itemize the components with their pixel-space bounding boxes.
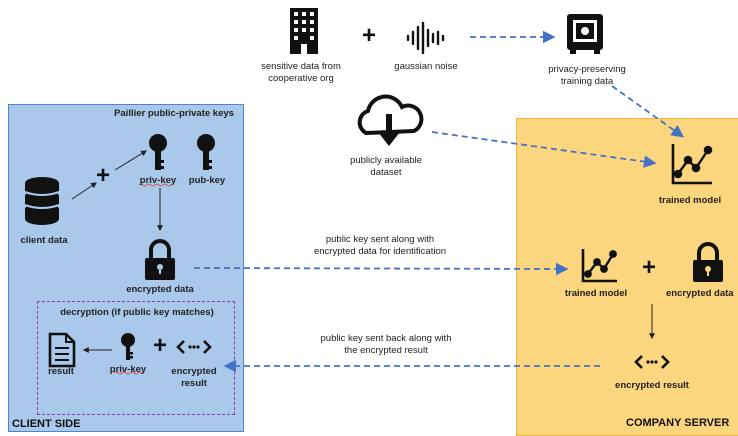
priv-key-label: priv-key <box>139 175 177 186</box>
solid-arrows <box>71 150 655 353</box>
noise-label: gaussian noise <box>394 61 458 72</box>
lock-icon-server <box>693 242 723 282</box>
sensitive-data-label: sensitive data from cooperative org <box>261 61 341 84</box>
decrypt-priv-key-label: priv-key <box>109 364 147 375</box>
lock-icon <box>145 239 175 280</box>
pub-key-label: pub-key <box>188 175 226 186</box>
plus-icon: + <box>96 162 111 189</box>
priv-key-icon <box>149 134 167 170</box>
plus-icon: + <box>362 22 377 49</box>
server-encrypted-result-label: encrypted result <box>615 380 689 391</box>
decrypt-key-icon <box>121 333 135 360</box>
code-icon-client <box>176 340 212 354</box>
plus-icon: + <box>642 254 657 281</box>
database-icon <box>24 177 60 225</box>
document-icon <box>48 332 76 368</box>
decryption-header: decryption (if public key matches) <box>60 307 214 318</box>
trained-model-label: trained model <box>564 288 628 299</box>
server-encrypted-data-label: encrypted data <box>666 288 734 299</box>
encrypted-data-label: encrypted data <box>126 284 194 295</box>
training-data-label: privacy-preserving training data <box>548 64 626 87</box>
sound-wave-icon <box>406 21 445 55</box>
spell-underline-2 <box>113 371 143 375</box>
cloud-download-icon <box>357 94 424 146</box>
code-icon-server <box>634 355 670 369</box>
client-data-label: client data <box>20 235 68 246</box>
pub-key-icon <box>197 134 215 170</box>
encrypted-result-label: encrypted result <box>171 366 217 389</box>
spell-underline <box>138 183 172 187</box>
result-label: result <box>48 366 74 377</box>
client-side-title: CLIENT SIDE <box>12 418 81 430</box>
return-arrow-label: public key sent back along with the encr… <box>320 333 452 356</box>
safe-icon <box>567 14 603 54</box>
dashed-arrows <box>193 30 685 373</box>
decryption-box <box>37 301 235 415</box>
keys-header: Paillier public-private keys <box>114 108 234 119</box>
trained-model-top-label: trained model <box>658 195 722 206</box>
building-icon <box>290 8 318 54</box>
plus-icon: + <box>153 332 168 359</box>
public-dataset-label: publicly available dataset <box>350 155 422 178</box>
trained-model-chart-icon-server <box>581 249 617 283</box>
company-server-title: COMPANY SERVER <box>626 417 730 429</box>
trained-model-chart-icon <box>671 144 713 185</box>
send-arrow-label: public key sent along with encrypted dat… <box>313 234 447 257</box>
